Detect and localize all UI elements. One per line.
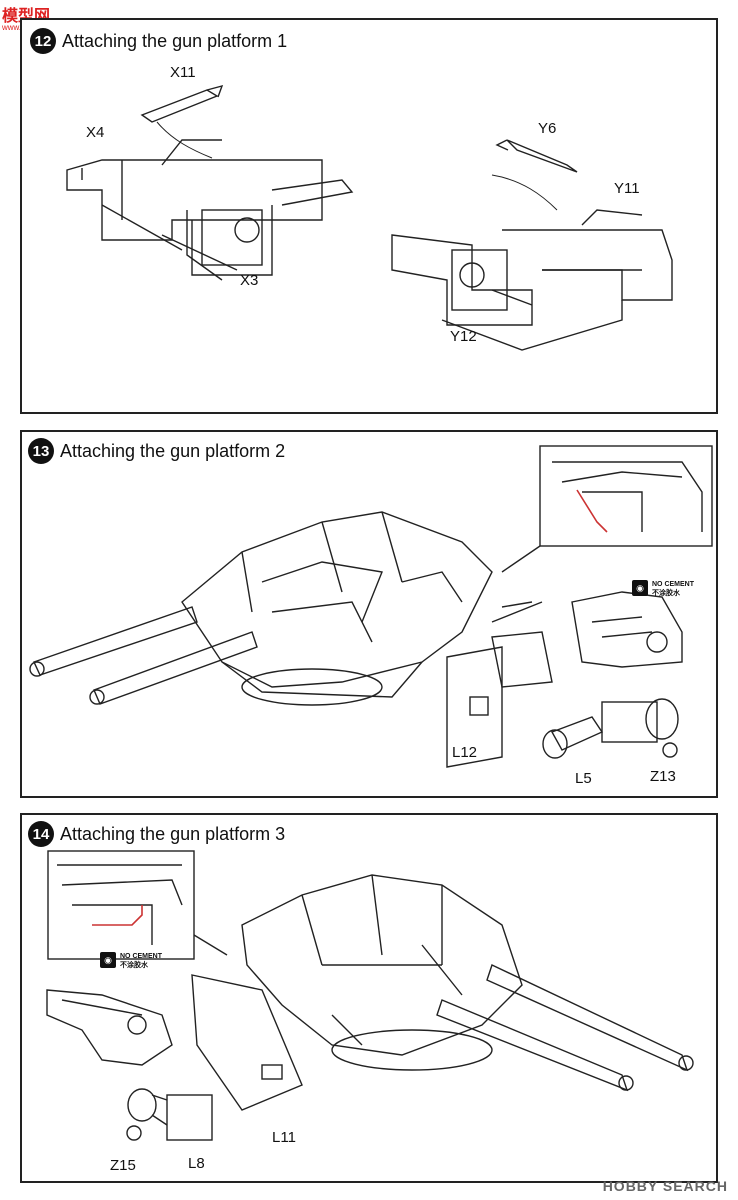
step-13-title: Attaching the gun platform 2 xyxy=(60,440,286,461)
part-label-x4: X4 xyxy=(86,124,105,141)
step-12-title: Attaching the gun platform 1 xyxy=(62,30,288,51)
step-14-drawing xyxy=(46,850,694,1141)
step-13-panel: 13 Attaching the gun platform 2 xyxy=(20,430,718,798)
step-12-panel: 12 Attaching the gun platform 1 xyxy=(20,18,718,414)
step-12-drawing xyxy=(66,84,673,351)
step-14-panel: 14 Attaching the gun platform 3 xyxy=(20,813,718,1183)
part-label-l12: L12 xyxy=(452,744,478,761)
part-label-l8: L8 xyxy=(188,1155,205,1172)
no-cement-notice-13: ◉ NO CEMENT 不涂胶水 xyxy=(632,580,694,598)
step-13-number: 13 xyxy=(28,438,54,464)
no-cement-text-13: NO CEMENT 不涂胶水 xyxy=(652,580,694,598)
no-cement-en-14: NO CEMENT xyxy=(120,953,162,960)
part-label-y6: Y6 xyxy=(538,120,557,137)
no-cement-en-13: NO CEMENT xyxy=(652,581,694,588)
step-13-header: 13 Attaching the gun platform 2 xyxy=(28,438,285,464)
hobbysearch-watermark: HOBBY SEARCH xyxy=(602,1178,728,1194)
step-13-drawing xyxy=(29,445,713,768)
step-12-header: 12 Attaching the gun platform 1 xyxy=(30,28,287,54)
part-label-z15: Z15 xyxy=(110,1157,136,1174)
step-12-number: 12 xyxy=(30,28,56,54)
step-14-header: 14 Attaching the gun platform 3 xyxy=(28,821,285,847)
part-label-x3: X3 xyxy=(240,272,259,289)
no-glue-icon: ◉ xyxy=(632,580,648,596)
no-glue-icon: ◉ xyxy=(100,952,116,968)
part-label-y11: Y11 xyxy=(614,180,640,197)
no-cement-notice-14: ◉ NO CEMENT 不涂胶水 xyxy=(100,952,162,970)
part-label-z13: Z13 xyxy=(650,768,676,785)
part-label-x11: X11 xyxy=(170,64,196,81)
part-label-l5: L5 xyxy=(575,770,592,787)
step-14-number: 14 xyxy=(28,821,54,847)
step-14-title: Attaching the gun platform 3 xyxy=(60,823,286,844)
no-cement-zh-14: 不涂胶水 xyxy=(120,962,148,969)
part-label-l11: L11 xyxy=(272,1129,296,1146)
part-label-y12: Y12 xyxy=(450,328,477,345)
no-cement-text-14: NO CEMENT 不涂胶水 xyxy=(120,952,162,970)
no-cement-zh-13: 不涂胶水 xyxy=(652,590,680,597)
